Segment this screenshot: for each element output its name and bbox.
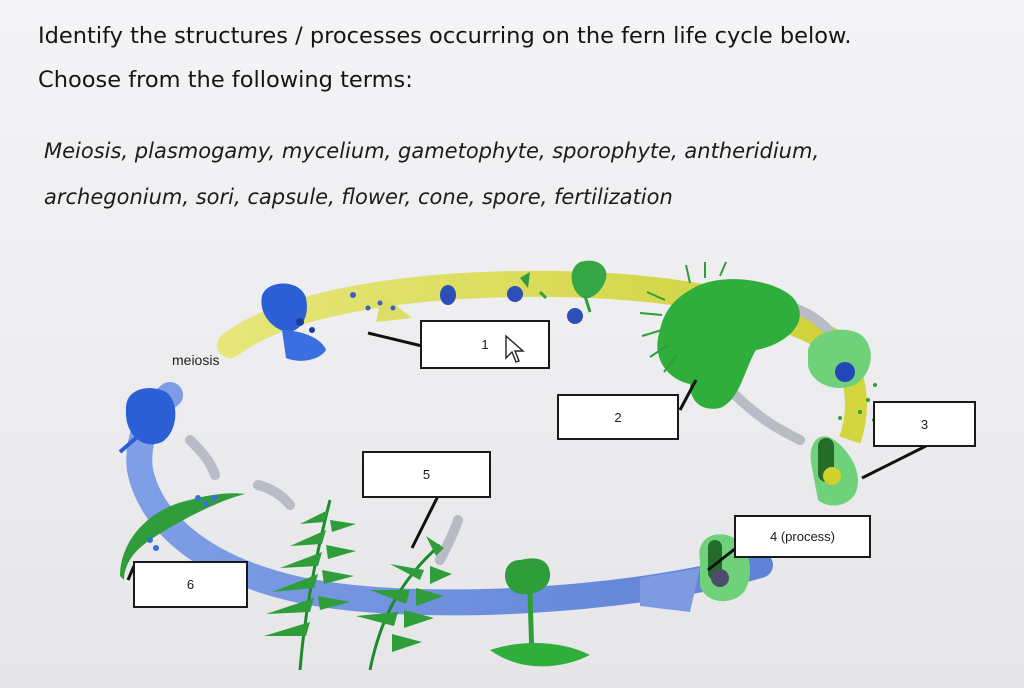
answer-box-4[interactable]: 4 (process): [734, 515, 871, 558]
instructions: Identify the structures / processes occu…: [38, 14, 1008, 102]
gametophyte-icon: [639, 261, 800, 409]
term-list: Meiosis, plasmogamy, mycelium, gametophy…: [44, 128, 1004, 220]
answer-box-1[interactable]: 1: [420, 320, 550, 369]
answer-box-3[interactable]: 3: [873, 401, 976, 447]
term-list-line-1: Meiosis, plasmogamy, mycelium, gametophy…: [44, 139, 820, 163]
sporangium-top-icon: [261, 283, 326, 361]
stage-label-meiosis: meiosis: [172, 352, 220, 368]
young-gametophyte-icon: [567, 260, 607, 324]
leader-lines: [126, 331, 927, 581]
antheridium-icon: [808, 329, 871, 388]
mouse-cursor-icon: [505, 334, 525, 363]
archegonium-icon: [810, 436, 858, 506]
cycle-arrow-bottom: [126, 382, 773, 616]
young-sporophyte-icon: [490, 558, 590, 667]
instructions-line-2: Choose from the following terms:: [38, 67, 413, 93]
sporophyte-fern-icon: [264, 499, 452, 671]
answer-box-2[interactable]: 2: [557, 394, 679, 440]
spores: [350, 285, 456, 311]
germinating-spore-icon: [507, 272, 548, 302]
answer-box-6[interactable]: 6: [133, 561, 248, 608]
instructions-line-1: Identify the structures / processes occu…: [38, 23, 852, 49]
sori-leaf-icon: [120, 493, 245, 580]
answer-box-5[interactable]: 5: [362, 451, 491, 498]
sperm-cells: [838, 383, 877, 422]
term-list-line-2: archegonium, sori, capsule, flower, cone…: [44, 185, 673, 209]
sporangium-left-icon: [118, 388, 176, 454]
